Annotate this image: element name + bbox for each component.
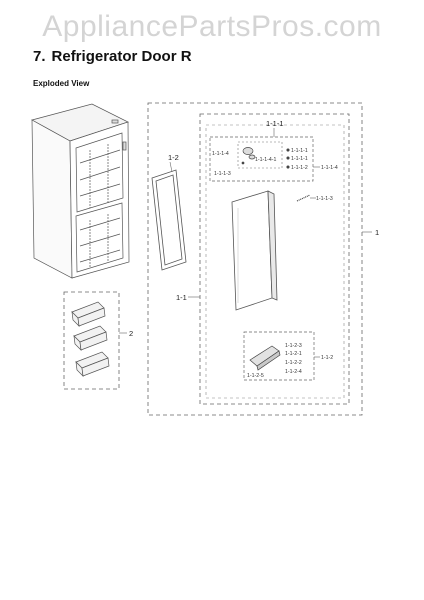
label-handle-right-mid: 1-1-1-1 (291, 156, 308, 162)
refrigerator-cabinet (31, 103, 130, 279)
label-lower-b: 1-1-2-1 (285, 351, 302, 357)
callout-door-subassembly: 1-1 (176, 293, 187, 302)
view-label: Exploded View (33, 79, 90, 88)
lower-trim-boundary (243, 331, 315, 381)
screw (296, 194, 311, 202)
door-gasket (151, 169, 187, 271)
door-bins (71, 301, 110, 377)
section-number: 7. (33, 48, 46, 65)
handle-parts (241, 147, 290, 169)
assembly-1-boundary (147, 102, 363, 416)
label-lower-d: 1-1-2-4 (285, 369, 302, 375)
label-handle-right-side: 1-1-1-4 (321, 165, 338, 171)
callout-gasket: 1-2 (168, 153, 179, 162)
label-lower-left: 1-1-2-5 (247, 373, 264, 379)
label-handle-right-low: 1-1-1-2 (291, 165, 308, 171)
assembly-1-1-boundary (199, 113, 350, 405)
label-lower-c: 1-1-2-2 (285, 360, 302, 366)
lower-trim-part (249, 345, 281, 371)
assembly-1-1-inner (205, 124, 345, 399)
label-handle-upper-mid: 1-1-1-4-1 (255, 157, 276, 163)
watermark: AppliancePartsPros.com (42, 10, 382, 43)
section-title: Refrigerator Door R (51, 48, 192, 65)
label-handle-upper-bottom: 1-1-1-3 (214, 171, 231, 177)
label-screw: 1-1-1-3 (316, 196, 333, 202)
bins-boundary (63, 291, 120, 390)
callout-bins: 2 (129, 329, 133, 338)
callout-assembly: 1 (375, 228, 379, 237)
label-handle-upper-left: 1-1-1-4 (212, 151, 229, 157)
label-lower-a: 1-1-2-3 (285, 343, 302, 349)
callout-handle-group: 1-1-1 (266, 119, 284, 128)
label-lower-side: 1-1-2 (321, 355, 333, 361)
handle-group-boundary (209, 136, 314, 182)
section-heading: 7. Refrigerator Door R (33, 48, 192, 65)
leader-lines (119, 128, 372, 358)
handle-subgroup-boundary (237, 141, 283, 169)
label-handle-right-top: 1-1-1-1 (291, 148, 308, 154)
refrigerator-door-panel (231, 190, 278, 311)
